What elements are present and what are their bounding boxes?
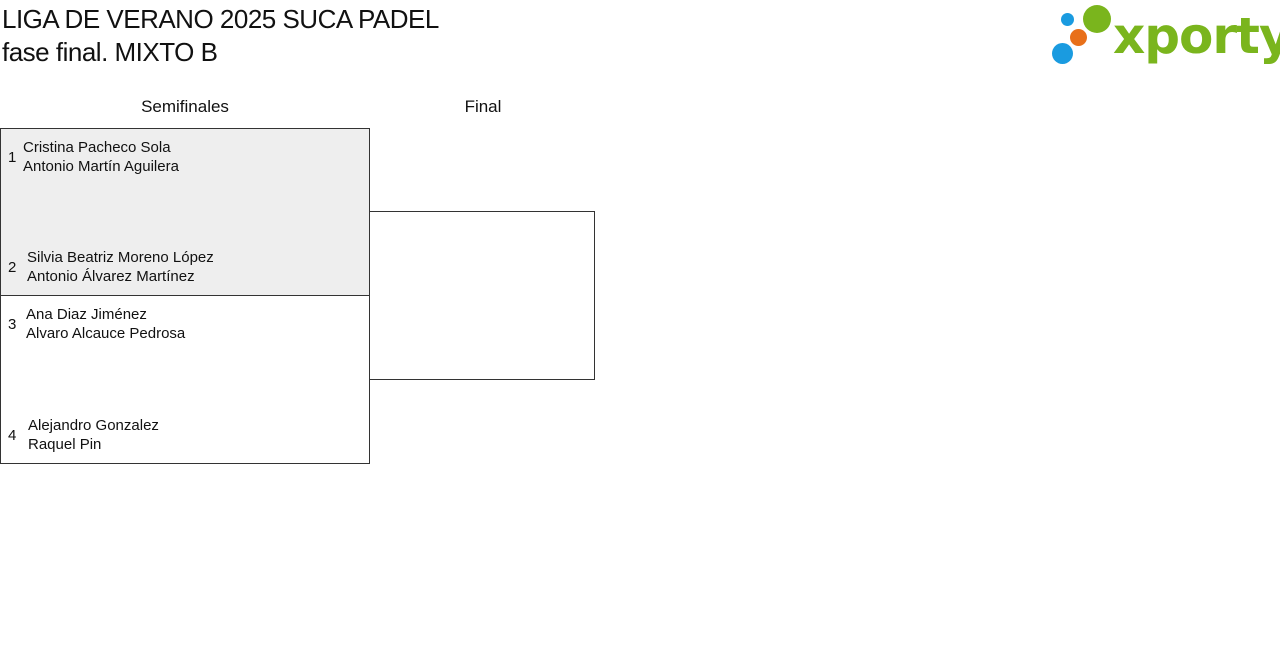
- seed-number: 2: [8, 259, 17, 276]
- player-name: Alvaro Alcauce Pedrosa: [26, 325, 186, 342]
- round-header-semifinals: Semifinales: [141, 97, 229, 116]
- category-subtitle: fase final. MIXTO B: [2, 37, 218, 67]
- player-name: Antonio Martín Aguilera: [23, 158, 179, 175]
- bracket-slot: 2 Silvia Beatriz Moreno López Antonio Ál…: [1, 239, 369, 285]
- player-name: Alejandro Gonzalez: [28, 417, 159, 434]
- seed-number: 1: [8, 149, 17, 166]
- xporty-logo: xporty: [1050, 2, 1280, 68]
- pair-names: Alejandro Gonzalez Raquel Pin: [28, 416, 159, 454]
- pair-names: Silvia Beatriz Moreno López Antonio Álva…: [27, 248, 214, 286]
- player-name: Cristina Pacheco Sola: [23, 139, 171, 156]
- logo-dot-green-large-icon: [1083, 5, 1111, 33]
- player-name: Raquel Pin: [28, 436, 102, 453]
- seed-number: 4: [8, 427, 17, 444]
- page-title: LIGA DE VERANO 2025 SUCA PADEL fase fina…: [2, 3, 439, 69]
- player-name: Silvia Beatriz Moreno López: [27, 249, 214, 266]
- player-name: Ana Diaz Jiménez: [26, 306, 147, 323]
- bracket-slot: 3 Ana Diaz Jiménez Alvaro Alcauce Pedros…: [1, 296, 369, 342]
- logo-dot-blue-small-icon: [1061, 13, 1074, 26]
- logo-dot-orange-icon: [1070, 29, 1087, 46]
- bracket-slot: 4 Alejandro Gonzalez Raquel Pin: [1, 407, 369, 453]
- logo-dot-blue-large-icon: [1052, 43, 1073, 64]
- logo-wordmark: xporty: [1113, 7, 1280, 65]
- player-name: Antonio Álvarez Martínez: [27, 268, 195, 285]
- final-match[interactable]: [369, 211, 595, 380]
- semifinal-match-1[interactable]: 1 Cristina Pacheco Sola Antonio Martín A…: [0, 128, 370, 296]
- round-header-final: Final: [464, 97, 502, 116]
- semifinal-match-2[interactable]: 3 Ana Diaz Jiménez Alvaro Alcauce Pedros…: [0, 295, 370, 464]
- bracket-slot: 1 Cristina Pacheco Sola Antonio Martín A…: [1, 129, 369, 175]
- seed-number: 3: [8, 316, 17, 333]
- tournament-title: LIGA DE VERANO 2025 SUCA PADEL: [2, 4, 439, 34]
- pair-names: Cristina Pacheco Sola Antonio Martín Agu…: [23, 138, 179, 176]
- pair-names: Ana Diaz Jiménez Alvaro Alcauce Pedrosa: [26, 305, 185, 343]
